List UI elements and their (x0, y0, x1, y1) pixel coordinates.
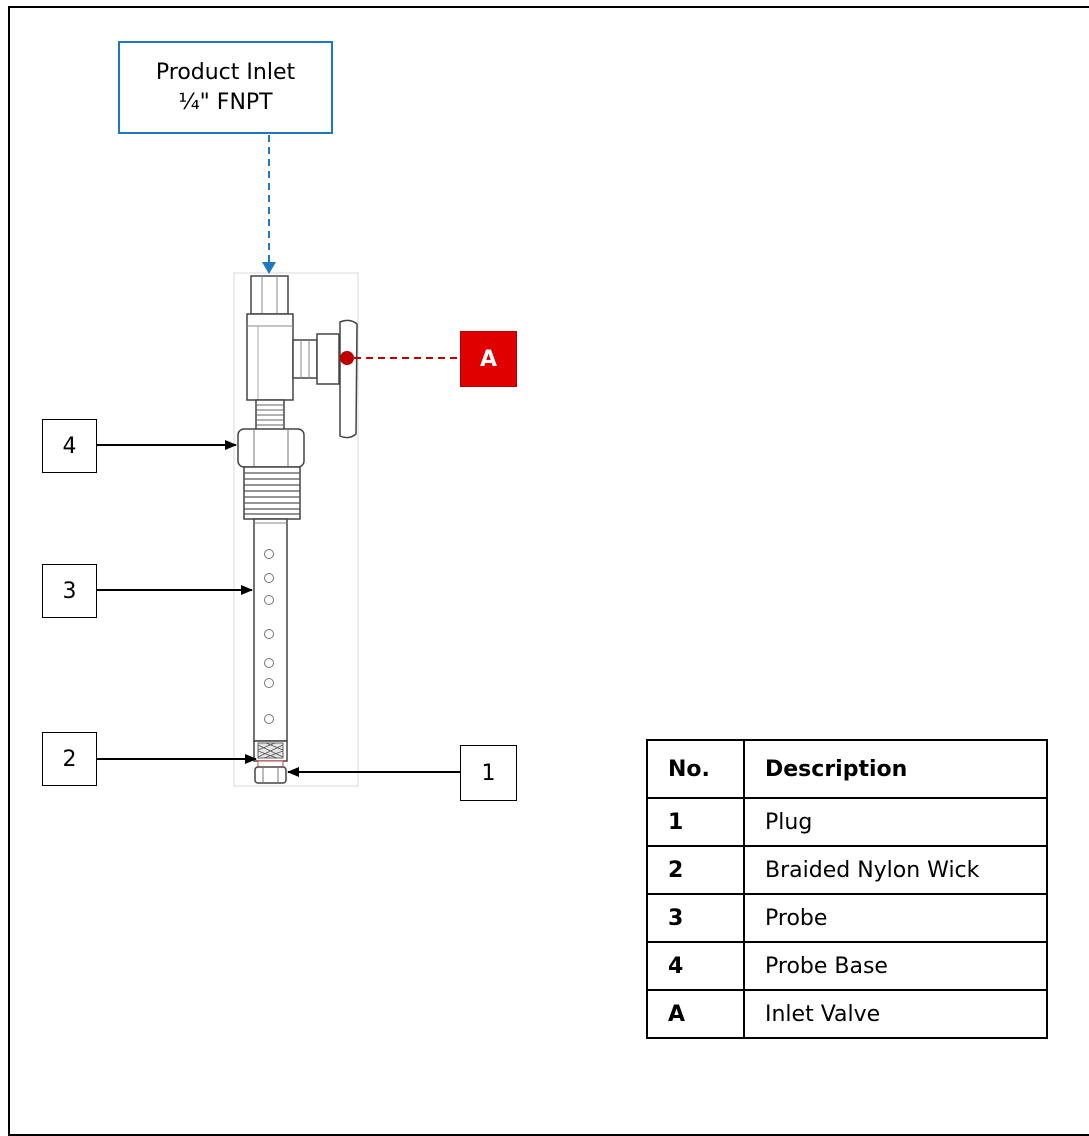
callout-1: 1 (460, 745, 517, 801)
callout-3: 3 (42, 564, 97, 618)
legend-row-no: 2 (646, 845, 745, 895)
legend-row-description: Braided Nylon Wick (743, 845, 1048, 895)
product-inlet-label: Product Inlet ¼" FNPT (118, 41, 333, 134)
legend-row: 2 Braided Nylon Wick (646, 845, 1048, 895)
valve-pointer-dot (340, 351, 354, 365)
legend-header-description: Description (743, 739, 1048, 799)
legend-row-description: Probe (743, 893, 1048, 943)
legend-row: 1 Plug (646, 797, 1048, 847)
callout-4: 4 (42, 419, 97, 473)
inlet-fitting (250, 275, 289, 315)
inlet-label-line1: Product Inlet (155, 59, 296, 85)
probe-base-threads (243, 466, 301, 520)
probe-base-nut (237, 428, 305, 468)
legend-row-description: Probe Base (743, 941, 1048, 991)
legend-table: No. Description 1 Plug 2 Braided Nylon W… (646, 739, 1048, 1039)
valve-stem (292, 339, 318, 379)
legend-row-description: Inlet Valve (743, 989, 1048, 1039)
valve-body (246, 313, 294, 401)
plug (254, 766, 287, 784)
legend-header-no: No. (646, 739, 745, 799)
legend-row-no: 1 (646, 797, 745, 847)
legend-header-row: No. Description (646, 739, 1048, 799)
valve-handle (339, 319, 358, 439)
inlet-arrowhead (262, 262, 276, 274)
legend-row: 4 Probe Base (646, 941, 1048, 991)
valve-badge: A (460, 331, 517, 387)
legend-row-description: Plug (743, 797, 1048, 847)
legend-row: A Inlet Valve (646, 989, 1048, 1039)
inlet-label-line2: ¼" FNPT (178, 89, 273, 115)
probe-holes (264, 549, 274, 724)
legend-row-no: 4 (646, 941, 745, 991)
part-outline (233, 272, 359, 787)
legend-row-no: 3 (646, 893, 745, 943)
legend-row: 3 Probe (646, 893, 1048, 943)
legend-row-no: A (646, 989, 745, 1039)
callout-2: 2 (42, 732, 97, 786)
